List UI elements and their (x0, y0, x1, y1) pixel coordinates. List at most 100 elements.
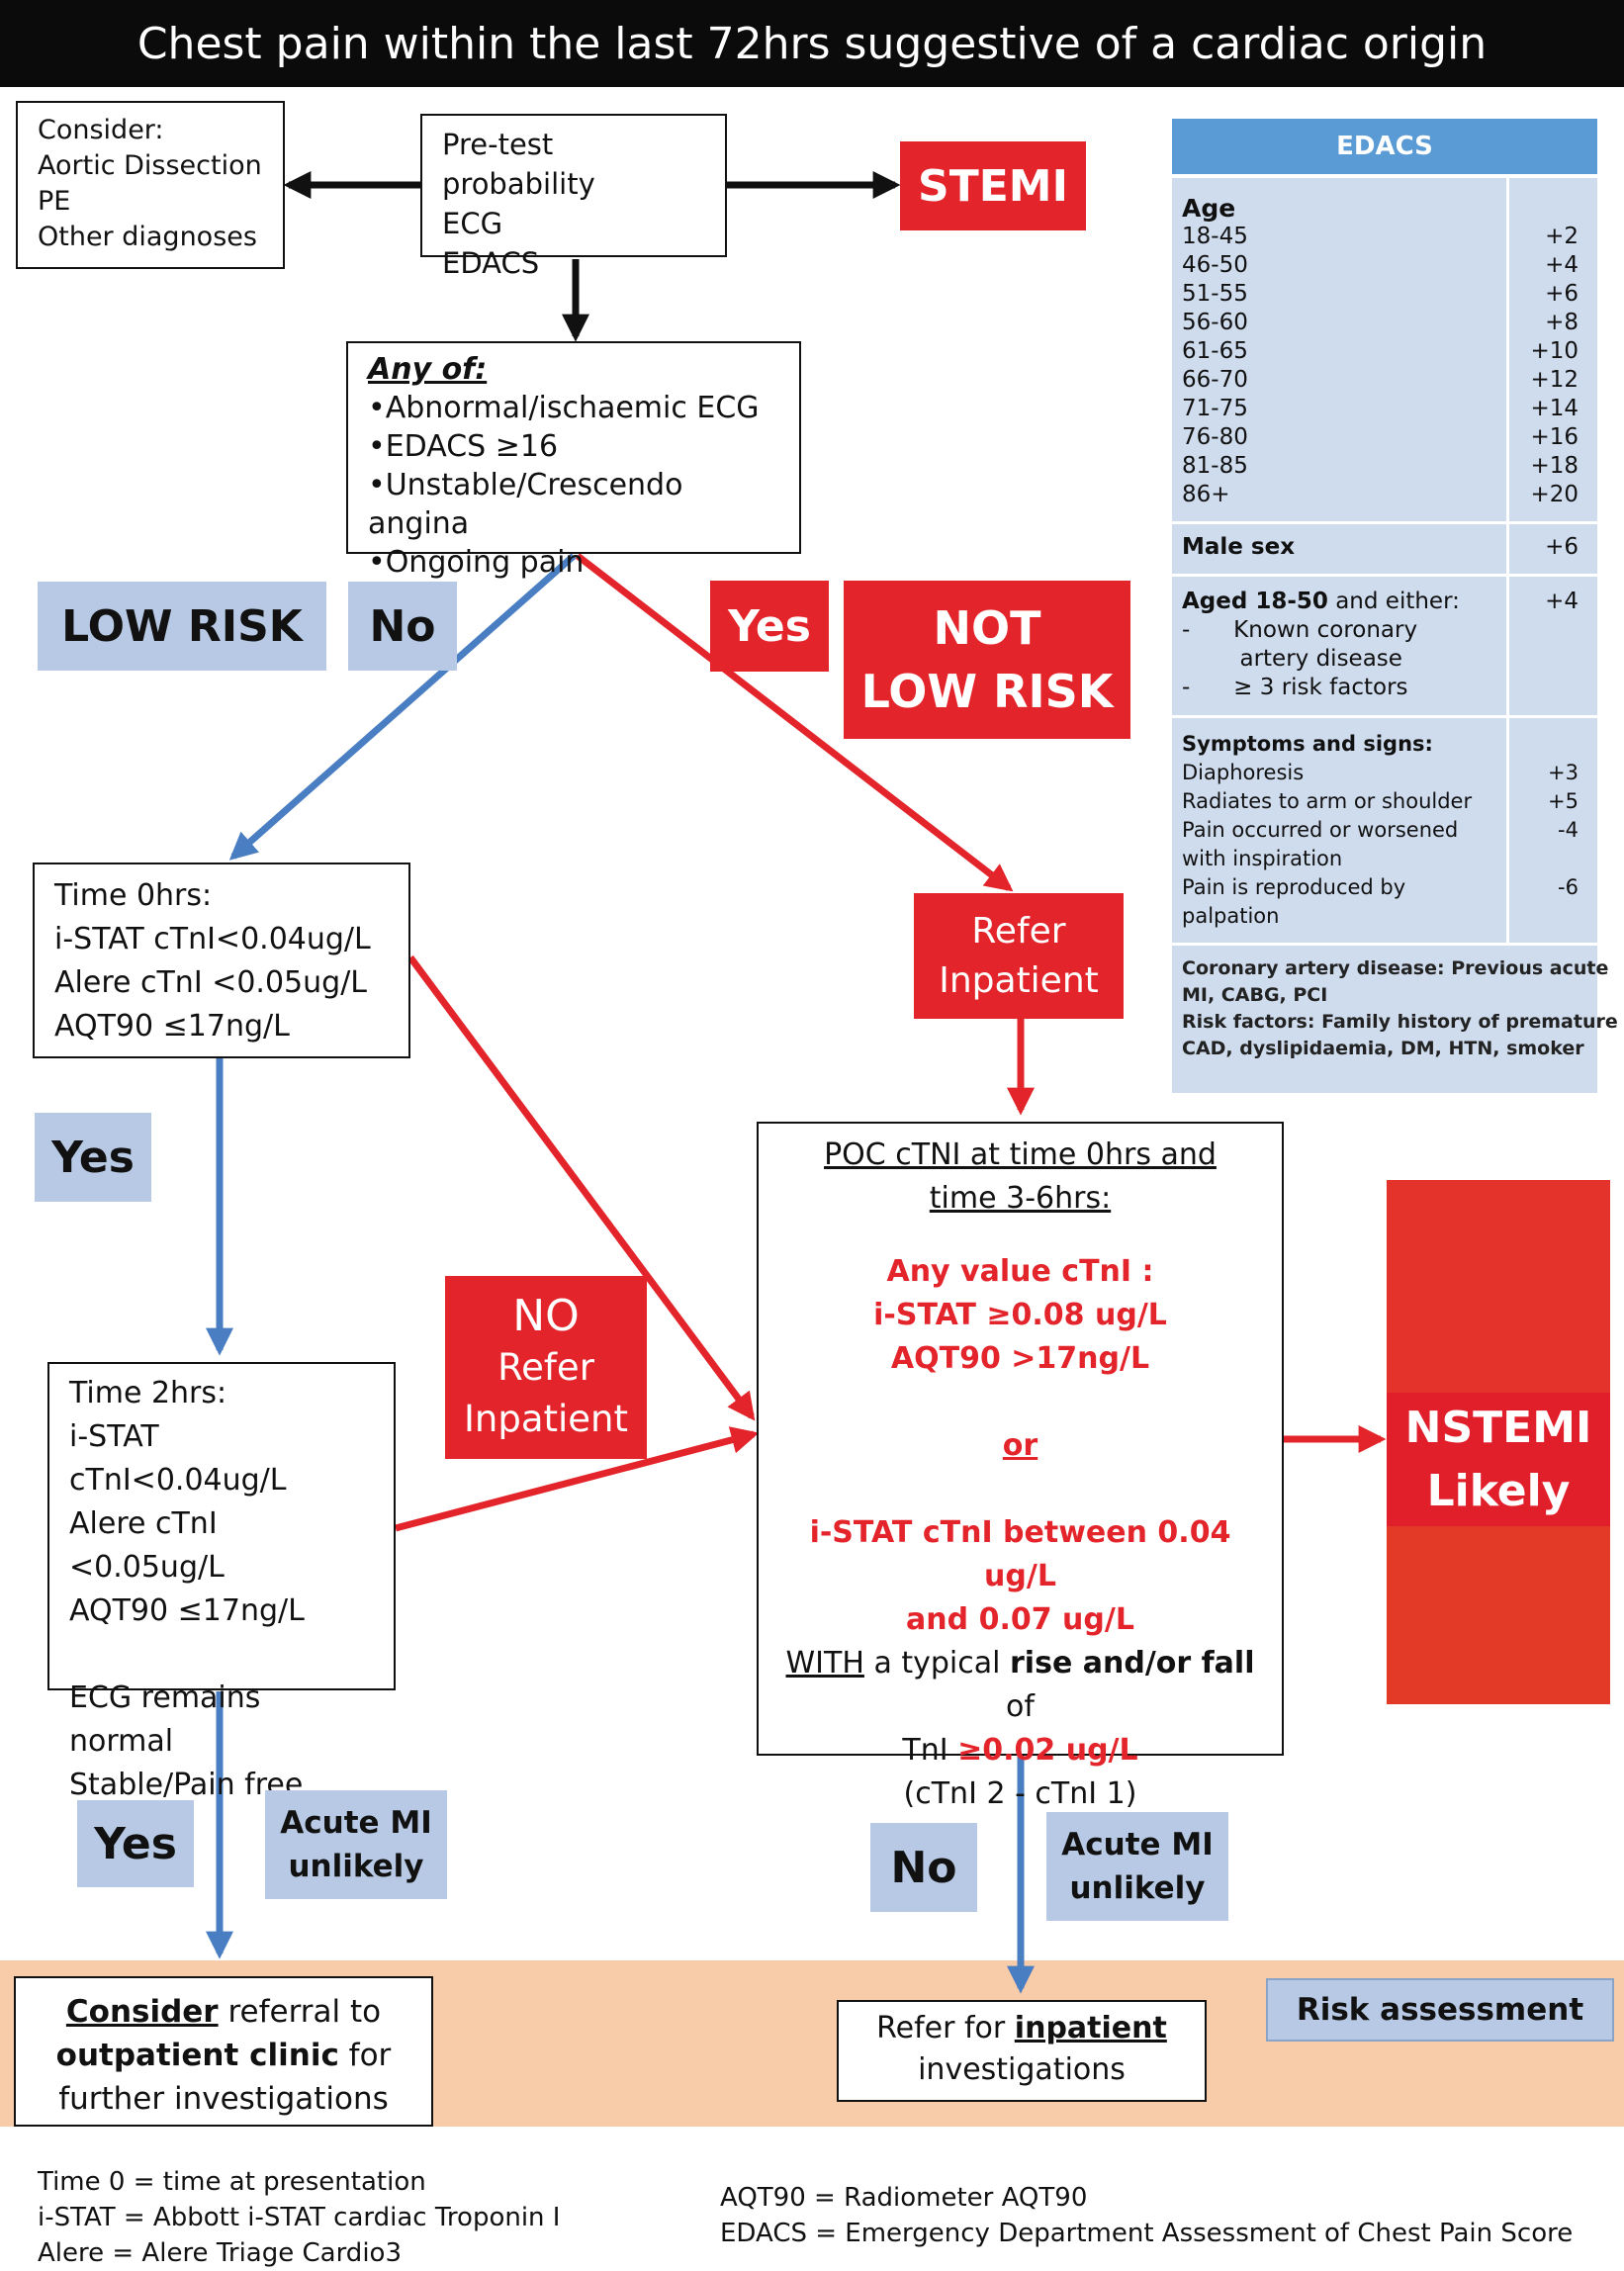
consider-box: Consider: Aortic Dissection PE Other dia… (16, 101, 285, 269)
poc-delta: ≥0.02 ug/L (957, 1733, 1138, 1768)
edacs-symptom: Diaphoresis (1182, 761, 1305, 784)
nstemi-box: NSTEMI Likely (1387, 1180, 1610, 1704)
anyof-item: •Unstable/Crescendo angina (368, 468, 683, 541)
inpatient-box: Refer for inpatient investigations (837, 2000, 1207, 2102)
pretest-line: ECG (442, 207, 503, 240)
edacs-age-scores: +2 +4 +6 +8 +10 +12 +14 +16 +18 +20 (1511, 223, 1579, 509)
edacs-row-divider (1172, 521, 1597, 524)
outpatient-line2: outpatient clinic for (26, 2034, 421, 2077)
edacs-notes: Coronary artery disease: Previous acute … (1182, 955, 1618, 1062)
anyof-heading: Any of: (368, 352, 488, 387)
edacs-symptom: Radiates to arm or shoulder (1182, 789, 1473, 813)
refer-inpatient-line: Inpatient (939, 959, 1099, 1001)
page-title: Chest pain within the last 72hrs suggest… (0, 0, 1624, 87)
nstemi-line: Likely (1426, 1465, 1571, 1516)
inpatient-line2: investigations (918, 2052, 1126, 2087)
acute-mi-unlikely-1: Acute MI unlikely (265, 1790, 447, 1899)
poc-of: of (1006, 1689, 1035, 1724)
edacs-row-divider (1172, 715, 1597, 718)
edacs-aged-item: artery disease (1182, 646, 1402, 672)
edacs-age-row: 71-75 (1182, 396, 1248, 421)
edacs-age-row: 81-85 (1182, 453, 1248, 479)
yes-time0-label: Yes (35, 1113, 151, 1202)
edacs-note: MI, CABG, PCI (1182, 984, 1328, 1006)
edacs-symptom-score: +3 (1548, 761, 1579, 784)
poc-typical: a typical (863, 1646, 1011, 1681)
low-risk-label: LOW RISK (38, 582, 326, 671)
stemi-box: STEMI (900, 141, 1086, 230)
acute-mi-line: unlikely (288, 1849, 424, 1884)
inpatient-word: inpatient (1014, 2011, 1167, 2045)
yes-time2-label: Yes (77, 1800, 194, 1887)
edacs-note: Coronary artery disease: Previous acute (1182, 957, 1609, 979)
inpatient-line1: Refer for inpatient (849, 2008, 1195, 2049)
edacs-row-divider (1172, 574, 1597, 577)
edacs-age-row: 18-45 (1182, 224, 1248, 249)
anyof-box: Any of: •Abnormal/ischaemic ECG •EDACS ≥… (346, 341, 801, 580)
refer-inpatient-box: Refer Inpatient (914, 893, 1124, 1019)
no-poc-label: No (870, 1823, 977, 1912)
outpatient-line3: further investigations (58, 2081, 389, 2117)
no-refer-inpatient-box: NO Refer Inpatient (445, 1276, 647, 1459)
time2-line: ECG remains normal (69, 1681, 261, 1759)
edacs-age-score: +14 (1530, 396, 1579, 421)
poc-with: WITH (785, 1646, 864, 1681)
not-low-risk-line: LOW RISK (860, 665, 1114, 718)
outpatient-consider: Consider (65, 1994, 219, 2030)
stemi-label: STEMI (918, 160, 1068, 212)
no-poc-text: No (890, 1842, 957, 1893)
edacs-header: EDACS (1172, 119, 1597, 174)
no-refer-line: NO (512, 1290, 580, 1341)
time2-line: Time 2hrs: (69, 1376, 227, 1410)
edacs-age-score: +4 (1545, 252, 1579, 278)
nstemi-label-area: NSTEMI Likely (1387, 1393, 1610, 1526)
outpatient-clinic: outpatient clinic (55, 2038, 339, 2073)
edacs-row-divider (1172, 943, 1597, 946)
edacs-age-row: 86+ (1182, 482, 1230, 507)
yes-text: Yes (728, 600, 811, 652)
time0-line: Time 0hrs: (54, 878, 213, 913)
edacs-symptom-scores: +3 +5 -4 -6 (1511, 759, 1579, 902)
poc-aqt: AQT90 >17ng/L (890, 1341, 1150, 1376)
no-refer-line: Inpatient (463, 1397, 629, 1440)
edacs-age-row: 46-50 (1182, 252, 1248, 278)
acute-mi-line: Acute MI (280, 1805, 432, 1841)
consider-item: Aortic Dissection (38, 150, 262, 181)
refer-inpatient-line: Refer (971, 910, 1066, 952)
edacs-note: Risk factors: Family history of prematur… (1182, 1011, 1618, 1033)
acute-mi-unlikely-2: Acute MI unlikely (1046, 1812, 1228, 1921)
poc-heading: POC cTNI at time 0hrs and time 3-6hrs: (824, 1137, 1217, 1216)
yes-label: Yes (710, 581, 829, 672)
edacs-age-row: 76-80 (1182, 424, 1248, 450)
footnote: i-STAT = Abbott i-STAT cardiac Troponin … (38, 2203, 561, 2232)
pretest-box: Pre-test probability ECG EDACS (420, 114, 727, 280)
edacs-age-score: +2 (1545, 224, 1579, 249)
consider-heading: Consider: (38, 115, 164, 145)
poc-or: or (1002, 1428, 1038, 1463)
edacs-age-score: +12 (1530, 367, 1579, 393)
not-low-risk-box: NOT LOW RISK (844, 581, 1130, 739)
footnote: EDACS = Emergency Department Assessment … (720, 2219, 1574, 2248)
edacs-note: CAD, dyslipidaemia, DM, HTN, smoker (1182, 1038, 1584, 1059)
edacs-symptom-score: -4 (1558, 818, 1579, 842)
edacs-symptom-score: +5 (1548, 789, 1579, 813)
edacs-age-score: +16 (1530, 424, 1579, 450)
poc-any-value: Any value cTnI : (886, 1254, 1154, 1289)
footnotes-left: Time 0 = time at presentation i-STAT = A… (38, 2164, 560, 2271)
nstemi-line: NSTEMI (1404, 1402, 1592, 1453)
poc-between2: and 0.07 ug/L (906, 1602, 1134, 1637)
outpatient-referral: referral to (218, 1994, 382, 2030)
edacs-symptom-score: -6 (1558, 875, 1579, 899)
poc-istat: i-STAT ≥0.08 ug/L (873, 1298, 1167, 1332)
time2-box: Time 2hrs: i-STAT cTnI<0.04ug/L Alere cT… (47, 1362, 396, 1802)
time2-line: i-STAT cTnI<0.04ug/L (69, 1419, 287, 1498)
anyof-item: •Abnormal/ischaemic ECG (368, 391, 760, 425)
acute-mi-line: unlikely (1069, 1870, 1206, 1906)
edacs-age-score: +10 (1530, 338, 1579, 364)
no-refer-line: Refer (497, 1345, 594, 1389)
consider-item: Other diagnoses (38, 222, 257, 252)
not-low-risk-line: NOT (933, 601, 1041, 655)
pretest-line: Pre-test probability (442, 128, 595, 201)
outpatient-box: Consider referral to outpatient clinic f… (14, 1976, 433, 2127)
outpatient-line1: Consider referral to (26, 1990, 421, 2034)
